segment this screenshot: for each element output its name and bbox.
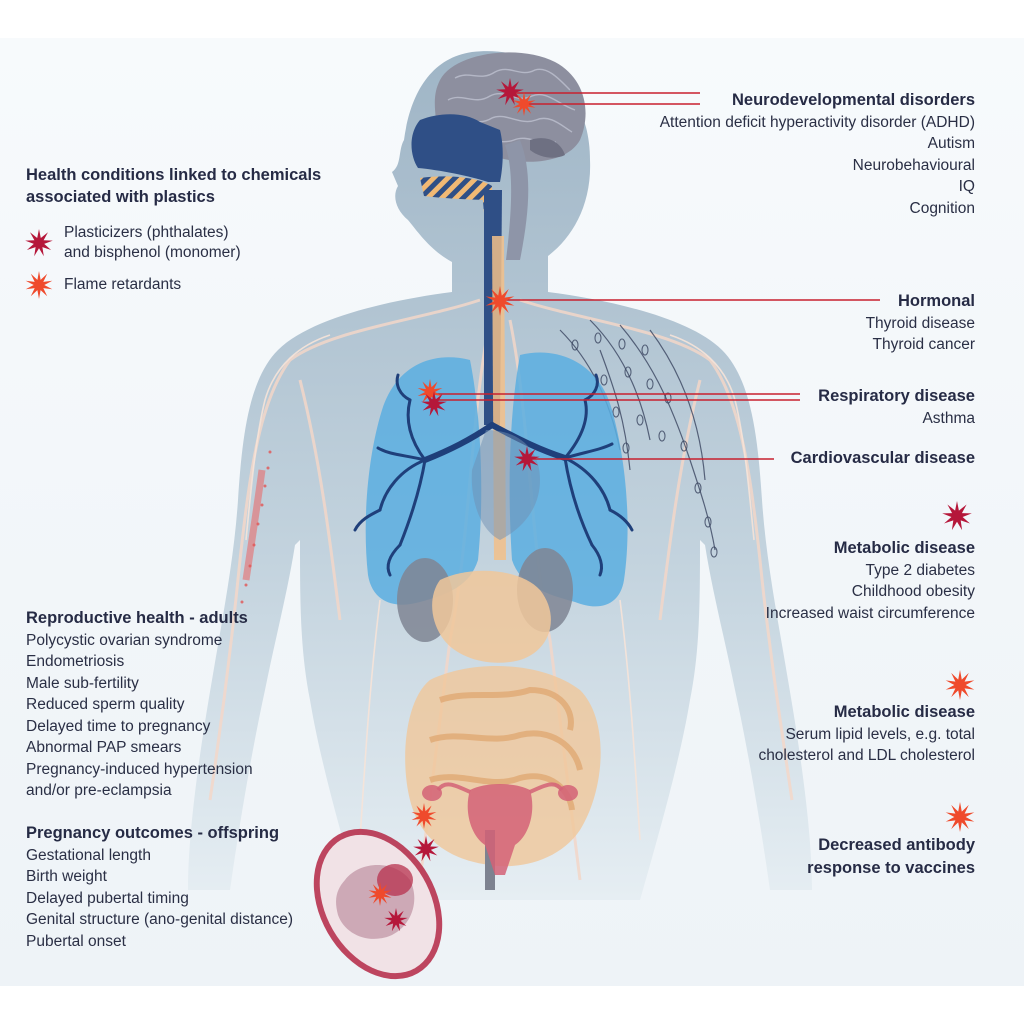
plasticizer-starburst-icon	[421, 391, 447, 417]
plasticizer-starburst-icon	[25, 229, 53, 257]
flame-retardant-starburst-icon	[512, 92, 536, 116]
legend-item-plasticizers: Plasticizers (phthalates) and bisphenol …	[24, 223, 241, 263]
condition-antibody-response: Decreased antibody response to vaccines	[807, 836, 975, 877]
plasticizer-starburst-icon	[25, 229, 53, 257]
condition-metabolic-1: Metabolic disease Type 2 diabetes Childh…	[765, 539, 975, 622]
condition-metabolic-2: Metabolic disease Serum lipid levels, e.…	[758, 703, 975, 764]
condition-pregnancy-outcomes: Pregnancy outcomes - offspring Gestation…	[26, 824, 294, 950]
bronchial-tree	[422, 422, 568, 463]
flame-retardant-starburst-icon	[945, 670, 975, 700]
uterus	[467, 784, 533, 875]
flame-retardant-starburst-icon	[945, 802, 975, 832]
condition-neurodevelopmental: Neurodevelopmental disorders Attention d…	[659, 91, 975, 217]
flame-retardant-starburst-icon	[368, 882, 392, 906]
plasticizer-starburst-icon	[942, 501, 972, 531]
condition-hormonal: Hormonal Thyroid disease Thyroid cancer	[865, 292, 975, 353]
flame-retardant-starburst-icon	[485, 286, 515, 316]
legend-title: Health conditions linked to chemicals as…	[26, 166, 322, 206]
plasticizer-starburst-icon	[496, 78, 524, 106]
condition-respiratory: Respiratory disease Asthma	[818, 387, 975, 427]
intestines	[405, 666, 601, 867]
plasticizer-starburst-icon	[413, 836, 439, 862]
plasticizer-starburst-icon	[514, 446, 540, 472]
flame-retardant-starburst-icon	[25, 271, 53, 299]
flame-retardant-starburst-icon	[25, 271, 53, 299]
condition-cardiovascular: Cardiovascular disease	[790, 449, 975, 467]
flame-retardant-starburst-icon	[411, 803, 437, 829]
left-lung	[365, 357, 482, 605]
nasal-airway	[411, 114, 503, 182]
condition-reproductive-health: Reproductive health - adults Polycystic …	[26, 609, 253, 799]
legend-item-flame-retardants: Flame retardants	[24, 270, 181, 300]
plasticizer-starburst-icon	[384, 908, 408, 932]
connector-lines	[432, 92, 880, 460]
flame-retardant-starburst-icon	[417, 379, 443, 405]
